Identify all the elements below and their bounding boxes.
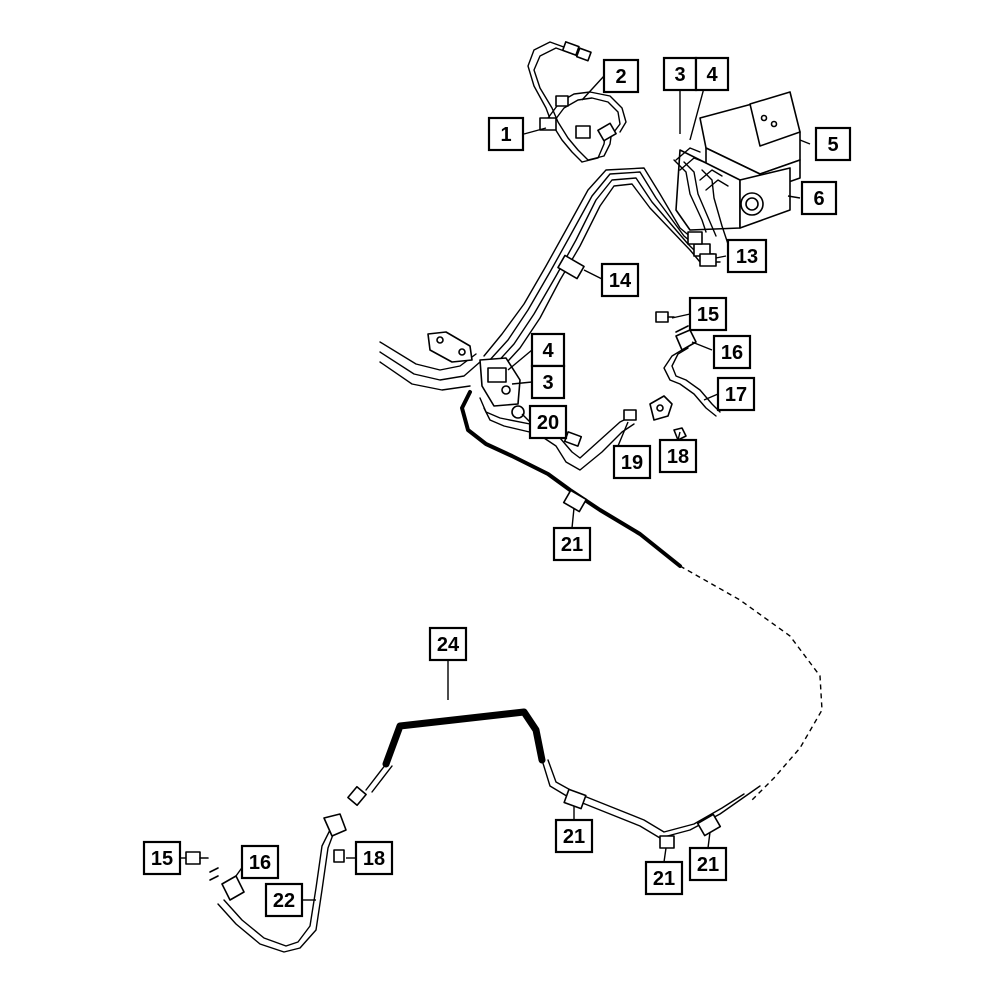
tube-fitting-2 (575, 47, 592, 62)
callout-4a: 4 (694, 56, 730, 92)
front-brake-tube-assembly (527, 41, 627, 163)
tube-clip-19 (563, 431, 583, 447)
tube-fitting-3 (597, 122, 617, 142)
tube-clip-14 (557, 254, 585, 280)
tube-clip-21c (659, 835, 675, 849)
callout-label: 5 (827, 134, 838, 156)
tube-nut-19 (623, 409, 637, 421)
callout-label: 14 (609, 270, 632, 292)
tube-clip-2 (575, 125, 591, 139)
tube-clip-21a (562, 489, 588, 513)
callout-label: 16 (249, 852, 271, 874)
callout-label: 16 (721, 342, 743, 364)
callout-18a: 18 (658, 438, 698, 474)
callout-label: 22 (273, 890, 295, 912)
callout-label: 6 (813, 188, 824, 210)
callout-label: 13 (736, 246, 758, 268)
rear-brake-line (347, 489, 823, 849)
callout-21c: 21 (644, 860, 684, 896)
callout-label: 3 (674, 64, 685, 86)
callout-label: 24 (437, 634, 460, 656)
callout-16b: 16 (240, 844, 280, 880)
callout-15a: 15 (688, 296, 728, 332)
leader-lines (180, 75, 811, 901)
junction-block-area (379, 331, 682, 568)
callout-label: 4 (706, 64, 718, 86)
callout-label: 2 (615, 66, 626, 88)
junction-bolt-20 (511, 405, 525, 419)
callout-21a: 21 (552, 526, 592, 562)
tube-nut-13c (687, 231, 703, 245)
callout-13: 13 (726, 238, 768, 274)
callout-label: 21 (561, 534, 583, 556)
callout-18b: 18 (354, 840, 394, 876)
tube-clip-1 (539, 117, 557, 131)
tube-clip-21d (696, 813, 722, 837)
callout-label: 21 (563, 826, 585, 848)
tube-fitting-1 (561, 41, 580, 56)
callout-label: 18 (363, 848, 385, 870)
callout-label: 1 (500, 124, 511, 146)
callout-14: 14 (600, 262, 640, 298)
module-screw-2 (770, 120, 778, 128)
abs-module (675, 91, 801, 231)
callout-label: 15 (151, 848, 173, 870)
washer-18b (333, 849, 345, 863)
callout-label: 21 (653, 868, 675, 890)
callout-label: 15 (697, 304, 719, 326)
callout-21b: 21 (554, 818, 594, 854)
callout-label: 21 (697, 854, 719, 876)
callout-label: 4 (542, 340, 554, 362)
callout-label: 17 (725, 384, 747, 406)
callout-4b: 4 (530, 332, 566, 368)
junction-block (487, 367, 507, 383)
callout-2: 2 (602, 58, 640, 94)
callout-label: 20 (537, 412, 559, 434)
callout-1: 1 (487, 116, 525, 152)
callout-15b: 15 (142, 840, 182, 876)
callout-17: 17 (716, 376, 756, 412)
callout-label: 18 (667, 446, 689, 468)
callout-label: 3 (542, 372, 553, 394)
tube-nut-13b (699, 253, 717, 267)
callout-label: 19 (621, 452, 643, 474)
bracket-bolt-2 (458, 348, 466, 356)
callout-19: 19 (612, 444, 652, 480)
callout-16a: 16 (712, 334, 752, 370)
callout-3a: 3 (662, 56, 698, 92)
module-screw-1 (760, 114, 768, 122)
tube-fitting-4 (555, 95, 569, 107)
tube-clip-21b (563, 788, 587, 810)
front-brake-hose (649, 311, 721, 441)
callout-3b: 3 (530, 364, 566, 400)
banjo-bolt-15 (655, 311, 669, 323)
rear-brake-hose (185, 813, 347, 953)
tube-nut-rear (347, 785, 367, 807)
bracket-bolt-1 (436, 336, 444, 344)
junction-fitting (501, 385, 511, 395)
callout-22: 22 (264, 882, 304, 918)
callout-21d: 21 (688, 846, 728, 882)
callout-6: 6 (800, 180, 838, 216)
callout-5: 5 (814, 126, 852, 162)
callout-24: 24 (428, 626, 468, 662)
brake-tube-bundle (483, 159, 729, 373)
callout-20: 20 (528, 404, 568, 440)
banjo-bolt-15b (185, 851, 201, 865)
